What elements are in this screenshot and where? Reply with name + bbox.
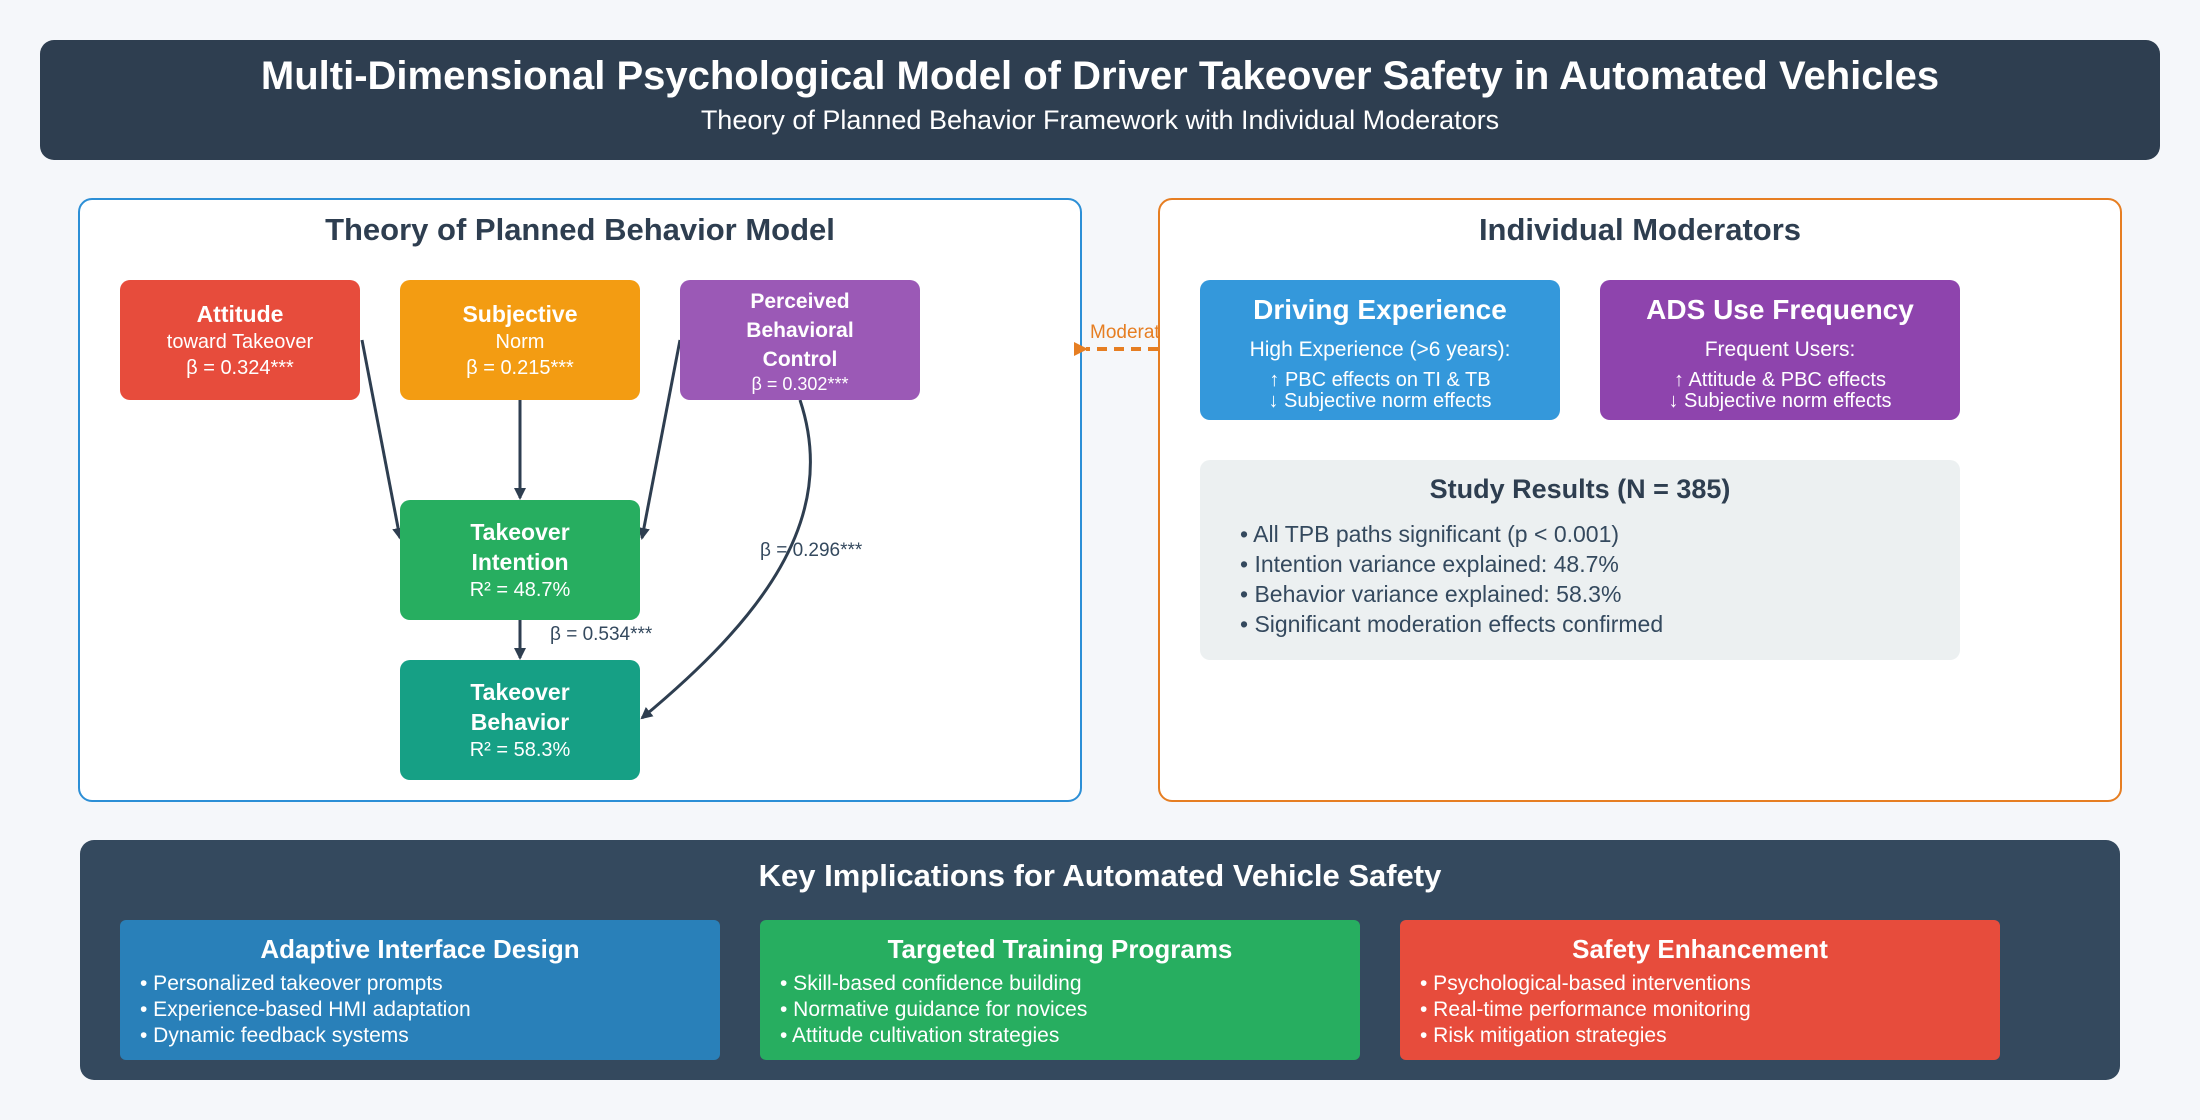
subjective-norm-node: Subjective Norm β = 0.215*** xyxy=(400,280,640,400)
behavior-r2: R² = 58.3% xyxy=(469,739,571,761)
driving-experience-line1: ↑ PBC effects on TI & TB xyxy=(1269,369,1491,391)
behavior-title: Takeover Behavior xyxy=(470,679,570,735)
arrow-attitude-intention xyxy=(360,339,405,540)
tpb-panel-title: Theory of Planned Behavior Model xyxy=(325,212,835,247)
pbc-title: Perceived Behavioral Control xyxy=(746,289,854,371)
intention-node: Takeover Intention R² = 48.7% xyxy=(400,500,640,620)
attitude-beta: β = 0.324*** xyxy=(186,357,294,379)
driving-experience-line2: ↓ Subjective norm effects xyxy=(1268,390,1492,412)
driving-experience-title: Driving Experience xyxy=(1253,294,1507,325)
ads-frequency-card: ADS Use Frequency Frequent Users: ↑ Atti… xyxy=(1600,280,1960,420)
attitude-node: Attitude toward Takeover β = 0.324*** xyxy=(120,280,360,400)
moderates-label: Moderates xyxy=(1090,322,1180,343)
implication-card-safety: Safety Enhancement • Psychological-based… xyxy=(1400,920,2000,1060)
implication-card-title: Targeted Training Programs xyxy=(887,934,1233,964)
intention-title: Takeover Intention xyxy=(470,519,570,575)
list-item: • Behavior variance explained: 58.3% xyxy=(1240,581,1622,607)
list-item: • All TPB paths significant (p < 0.001) xyxy=(1240,521,1620,547)
driving-experience-sub: High Experience (>6 years): xyxy=(1249,338,1511,361)
norm-beta: β = 0.215*** xyxy=(466,357,574,379)
list-item: • Attitude cultivation strategies xyxy=(780,1024,1060,1047)
ads-frequency-title: ADS Use Frequency xyxy=(1646,294,1914,325)
study-results-box: Study Results (N = 385) • All TPB paths … xyxy=(1200,460,1960,660)
list-item: • Skill-based confidence building xyxy=(780,972,1082,995)
header-banner: Multi-Dimensional Psychological Model of… xyxy=(40,40,2160,160)
implication-card-training: Targeted Training Programs • Skill-based… xyxy=(760,920,1360,1060)
implications-title: Key Implications for Automated Vehicle S… xyxy=(758,858,1442,893)
list-item: • Real-time performance monitoring xyxy=(1420,998,1751,1021)
list-item: • Significant moderation effects confirm… xyxy=(1240,611,1664,637)
implication-card-list: • Skill-based confidence building • Norm… xyxy=(780,971,1360,1049)
implication-card-title: Safety Enhancement xyxy=(1572,934,1828,964)
pbc-beta: β = 0.302*** xyxy=(751,373,849,394)
path-label-intention-behavior: β = 0.534*** xyxy=(550,624,653,645)
ads-frequency-sub: Frequent Users: xyxy=(1704,338,1856,361)
arrow-pbc-behavior xyxy=(640,399,812,720)
page-subtitle: Theory of Planned Behavior Framework wit… xyxy=(700,105,1500,135)
page-title: Multi-Dimensional Psychological Model of… xyxy=(260,54,1940,98)
pbc-node: Perceived Behavioral Control β = 0.302**… xyxy=(680,280,920,400)
intention-r2: R² = 48.7% xyxy=(469,579,571,601)
list-item: • Risk mitigation strategies xyxy=(1420,1024,1667,1047)
list-item: • Personalized takeover prompts xyxy=(140,972,443,995)
implication-card-list: • Personalized takeover prompts • Experi… xyxy=(140,971,720,1049)
study-results-list: • All TPB paths significant (p < 0.001) … xyxy=(1240,519,1960,639)
implication-card-list: • Psychological-based interventions • Re… xyxy=(1420,971,2000,1049)
ads-frequency-line1: ↑ Attitude & PBC effects xyxy=(1674,369,1886,391)
study-results-title: Study Results (N = 385) xyxy=(1429,474,1731,504)
path-label-pbc-behavior: β = 0.296*** xyxy=(760,540,863,561)
implications-section: Key Implications for Automated Vehicle S… xyxy=(80,840,2120,1080)
ads-frequency-line2: ↓ Subjective norm effects xyxy=(1668,390,1892,412)
driving-experience-card: Driving Experience High Experience (>6 y… xyxy=(1200,280,1560,420)
moderators-panel-title: Individual Moderators xyxy=(1478,212,1802,247)
attitude-title: Attitude xyxy=(196,301,284,327)
arrow-pbc-intention xyxy=(637,339,682,540)
behavior-node: Takeover Behavior R² = 58.3% xyxy=(400,660,640,780)
list-item: • Intention variance explained: 48.7% xyxy=(1240,551,1619,577)
attitude-subtitle: toward Takeover xyxy=(166,331,314,353)
list-item: • Psychological-based interventions xyxy=(1420,972,1751,995)
list-item: • Normative guidance for novices xyxy=(780,998,1088,1021)
list-item: • Dynamic feedback systems xyxy=(140,1024,409,1047)
list-item: • Experience-based HMI adaptation xyxy=(140,998,471,1021)
implication-card-title: Adaptive Interface Design xyxy=(260,934,580,964)
implication-card-adaptive: Adaptive Interface Design • Personalized… xyxy=(120,920,720,1060)
norm-title: Subjective xyxy=(462,301,578,327)
norm-subtitle: Norm xyxy=(495,331,545,353)
